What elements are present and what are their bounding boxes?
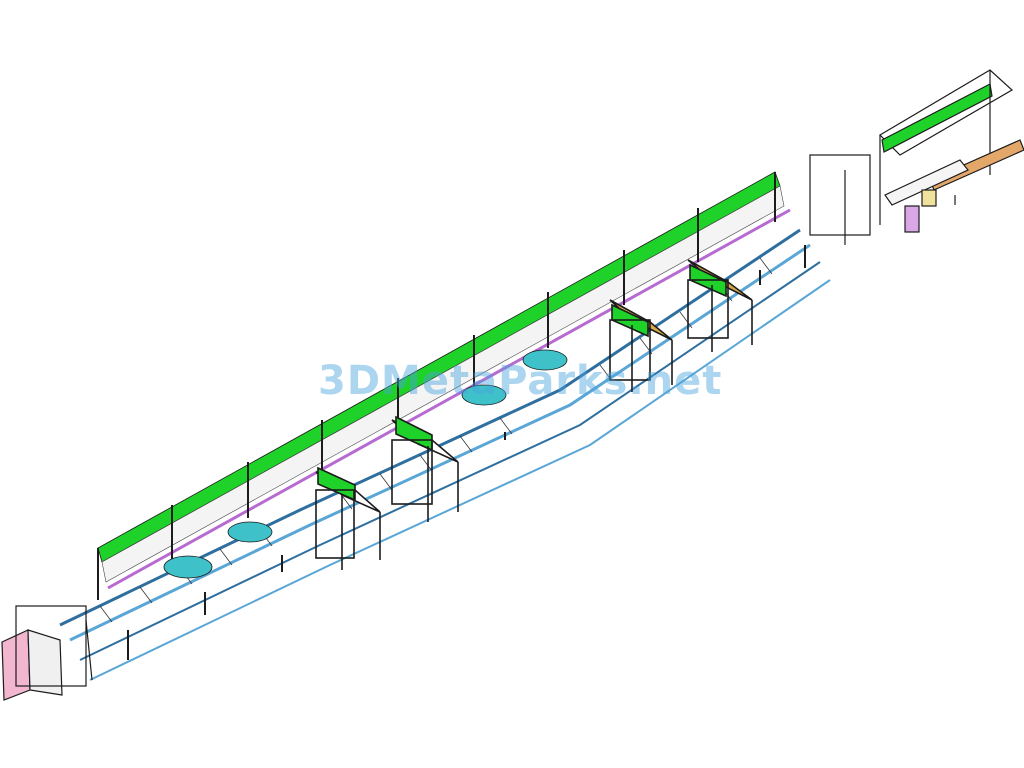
yellow-box <box>921 189 937 207</box>
gantry-posts <box>97 172 776 600</box>
conveyor-rail-bottom <box>89 279 831 681</box>
tray <box>227 521 273 543</box>
cabinet-side <box>27 629 63 696</box>
machine-frame <box>15 605 87 687</box>
overhead-gantry <box>97 171 791 600</box>
white-bench-top <box>884 159 969 206</box>
tray <box>461 384 507 406</box>
workstation-4 <box>687 259 753 352</box>
right-end-equipment <box>809 69 1024 245</box>
workstation-3 <box>609 299 673 392</box>
white-tool-strip <box>101 185 785 583</box>
workstation-2 <box>391 415 459 522</box>
green-panel-right <box>881 83 993 153</box>
left-end-equipment <box>1 605 93 701</box>
teal-trays <box>163 349 568 579</box>
workstation-1 <box>315 466 381 570</box>
workstations <box>315 259 753 570</box>
end-machine-frame <box>809 154 871 236</box>
conveyor-rail-low <box>79 261 821 661</box>
tray <box>522 349 568 371</box>
conveyor-legs <box>127 245 806 660</box>
purple-box <box>904 205 920 233</box>
purple-bar <box>107 208 791 590</box>
tray <box>163 555 213 579</box>
